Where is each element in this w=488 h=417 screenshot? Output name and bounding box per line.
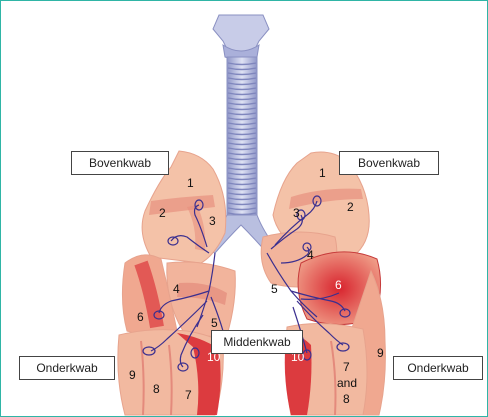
- left-segment-3: 3: [209, 214, 216, 228]
- left-segment-5: 5: [211, 316, 218, 330]
- right-segment-3: 3: [293, 206, 300, 220]
- right-segment-4: 4: [307, 248, 314, 262]
- larynx: [213, 15, 269, 60]
- right-segment-5: 5: [271, 282, 278, 296]
- right-segment-9: 9: [377, 346, 384, 360]
- right-segment-2: 2: [347, 200, 354, 214]
- right-lung: [261, 152, 385, 415]
- right-segment-8: 8: [343, 392, 350, 406]
- right-segment-7: 7: [343, 360, 350, 374]
- left-segment-9: 9: [129, 368, 136, 382]
- label-upper-lobe-left: Bovenkwab: [71, 151, 169, 175]
- left-segment-7: 7: [185, 388, 192, 402]
- label-lower-lobe-right: Onderkwab: [393, 356, 483, 380]
- left-segment-8: 8: [153, 382, 160, 396]
- right-segment-6: 6: [335, 278, 342, 292]
- left-segment-2: 2: [159, 206, 166, 220]
- label-middle-lobe: Middenkwab: [211, 330, 303, 354]
- right-segment-and: and: [337, 376, 357, 390]
- left-segment-6: 6: [137, 310, 144, 324]
- left-segment-1: 1: [187, 176, 194, 190]
- label-upper-lobe-right: Bovenkwab: [339, 151, 439, 175]
- right-segment-1: 1: [319, 166, 326, 180]
- label-lower-lobe-left: Onderkwab: [19, 356, 115, 380]
- left-segment-4: 4: [173, 282, 180, 296]
